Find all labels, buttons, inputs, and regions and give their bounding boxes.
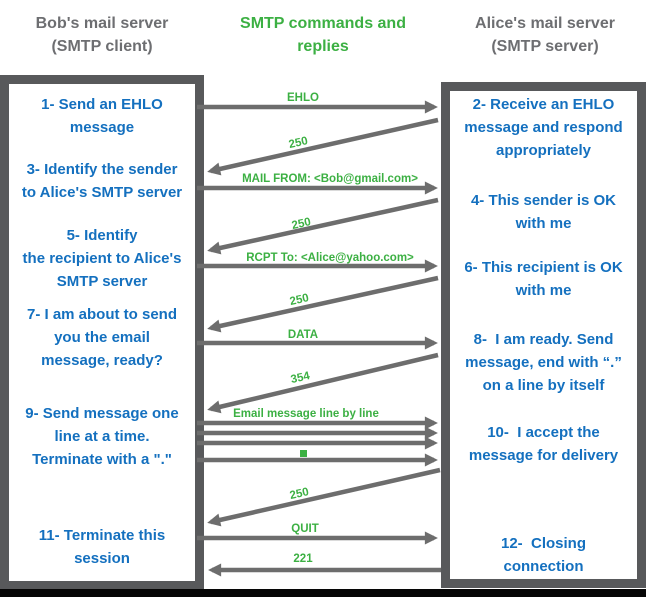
server-header-line1: Alice's mail server	[475, 15, 615, 32]
message-label-mail-from: MAIL FROM: <Bob@gmail.com>	[242, 173, 418, 185]
arrow-354	[207, 352, 439, 414]
client-box	[0, 75, 204, 590]
server-column-header: Alice's mail server (SMTP server)	[450, 12, 640, 58]
client-step-3: 3- Identify the sender to Alice's SMTP s…	[21, 161, 183, 201]
message-label-250-3: 250	[289, 292, 310, 308]
server-step-10: 10- I accept the message for delivery	[468, 424, 619, 464]
server-box	[441, 82, 646, 588]
client-column-header: Bob's mail server (SMTP client)	[8, 12, 196, 58]
arrow-250-3	[207, 275, 439, 333]
message-label-quit: QUIT	[291, 523, 318, 535]
commands-header-line2: replies	[297, 38, 349, 55]
server-step-4: 4- This sender is OK with me	[470, 192, 617, 232]
server-step-8: 8- I am ready. Send message, end with “.…	[465, 331, 622, 394]
client-header-line1: Bob's mail server	[35, 15, 169, 32]
dot-terminator-marker	[300, 450, 307, 457]
commands-column-header: SMTP commands and replies	[228, 12, 418, 58]
message-label-data: DATA	[288, 329, 318, 341]
server-step-12: 12- Closing connection	[500, 535, 586, 575]
message-label-221: 221	[293, 553, 313, 565]
commands-header-line1: SMTP commands and	[240, 15, 406, 32]
client-step-11: 11- Terminate this session	[38, 527, 166, 567]
server-step-2: 2- Receive an EHLO message and respond a…	[464, 96, 623, 159]
arrow-250-2	[207, 197, 439, 255]
message-label-ehlo: EHLO	[287, 92, 319, 104]
bottom-black-bar	[0, 589, 646, 597]
message-label-250-4: 250	[289, 486, 310, 502]
message-label-rcpt-to: RCPT To: <Alice@yahoo.com>	[246, 252, 414, 264]
client-header-line2: (SMTP client)	[51, 38, 153, 55]
client-step-1: 1- Send an EHLO message	[41, 96, 163, 136]
arrow-250-4	[207, 467, 441, 527]
server-header-line2: (SMTP server)	[491, 38, 599, 55]
message-label-354: 354	[290, 370, 312, 386]
server-step-6: 6- This recipient is OK with me	[464, 259, 623, 299]
message-label-250-1: 250	[288, 135, 309, 151]
client-step-5: 5- Identify the recipient to Alice's SMT…	[22, 227, 182, 290]
message-label-250-2: 250	[291, 216, 312, 232]
arrow-250-1	[207, 117, 439, 176]
client-step-7: 7- I am about to send you the email mess…	[26, 306, 177, 369]
message-label-email-lines: Email message line by line	[233, 408, 379, 420]
client-step-9: 9- Send message one line at a time. Term…	[25, 405, 179, 468]
